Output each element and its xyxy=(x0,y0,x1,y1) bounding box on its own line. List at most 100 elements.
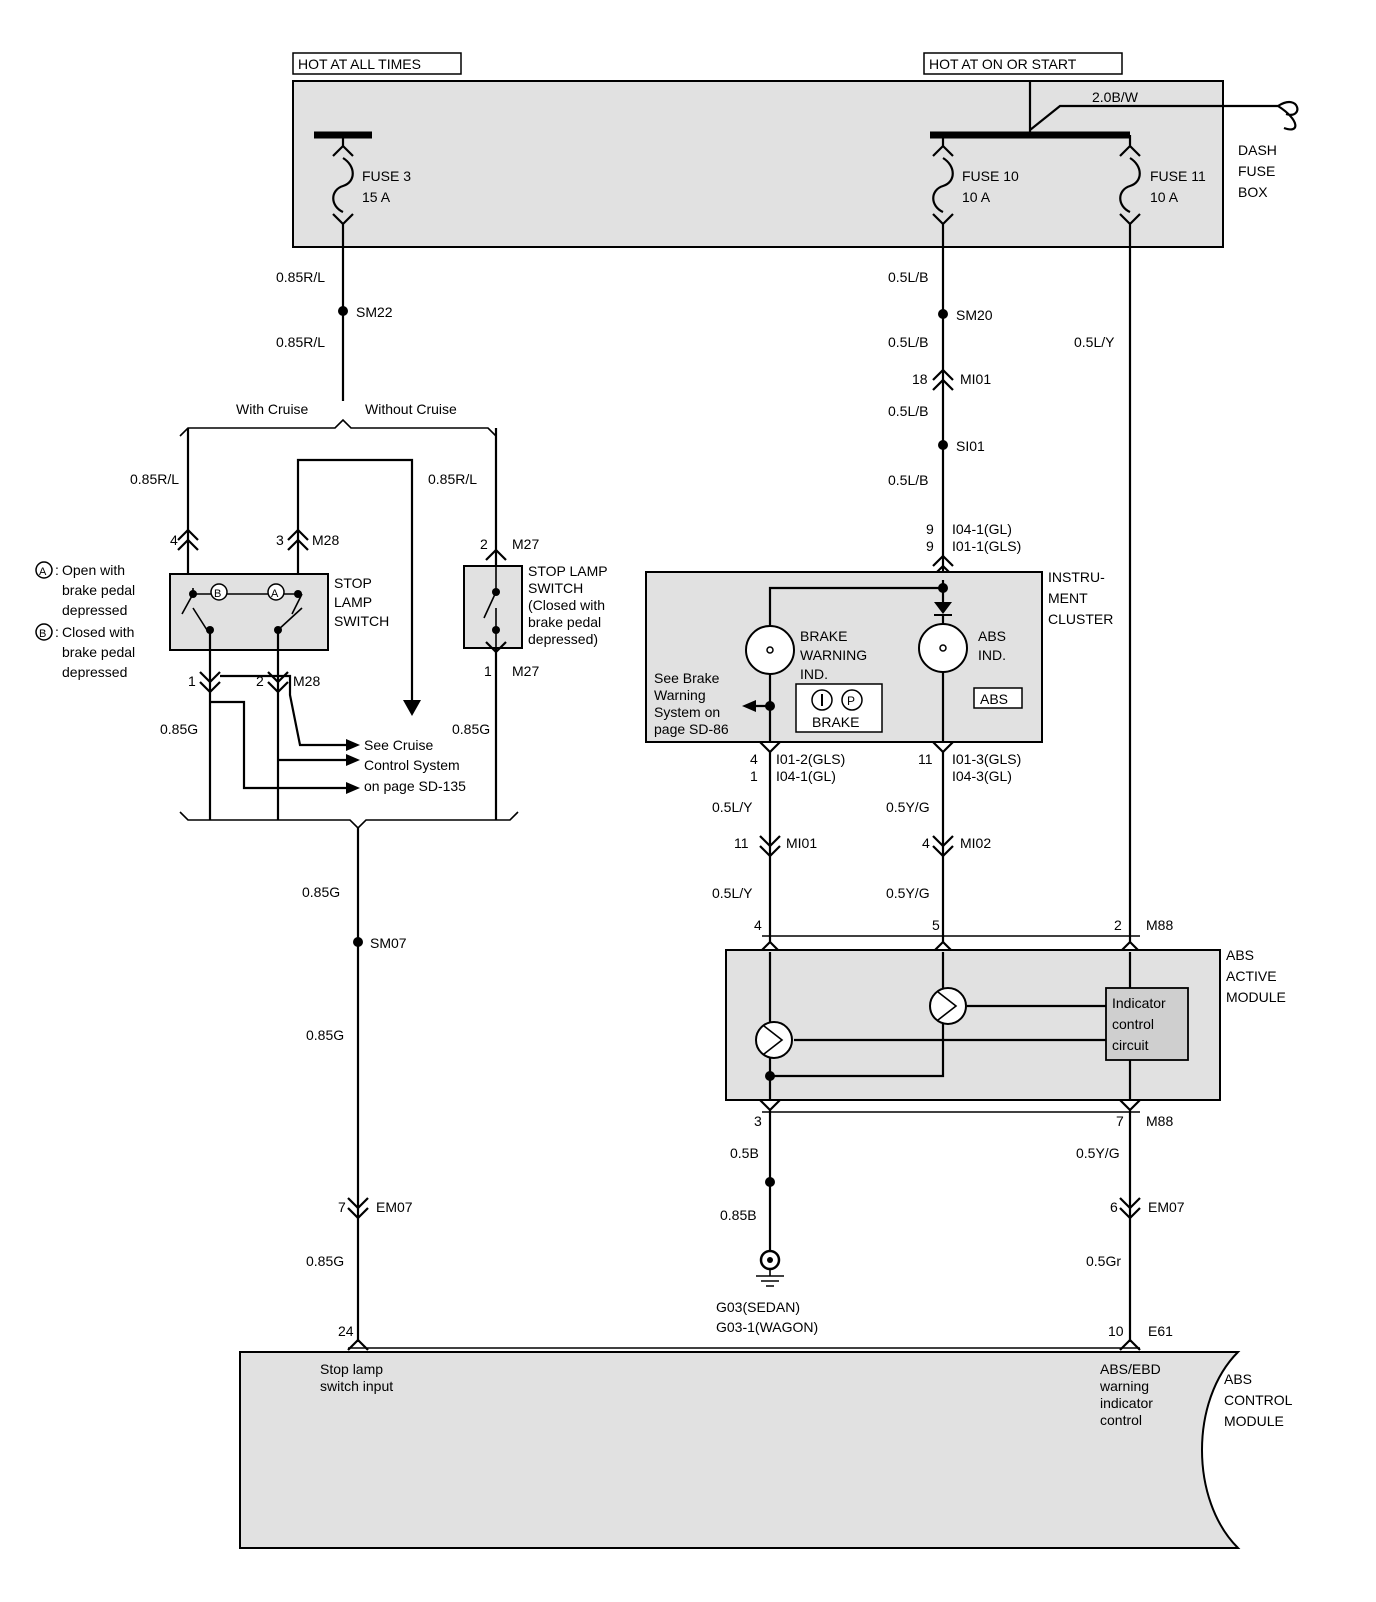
abs-ind-label-2: IND. xyxy=(978,647,1006,663)
fuse11-name: FUSE 11 xyxy=(1150,168,1206,184)
wire-085g-1: 0.85G xyxy=(302,884,340,900)
contact-b-top xyxy=(189,590,197,598)
abs-badge xyxy=(973,687,1023,709)
m27-pin1-label: 1 xyxy=(484,663,492,679)
wire-085g-2: 0.85G xyxy=(306,1027,344,1043)
fuse10-name: FUSE 10 xyxy=(962,168,1019,184)
legend-a-line2: brake pedal xyxy=(62,582,135,598)
cruise-ref-line3[interactable]: on page SD-135 xyxy=(364,778,466,794)
no-cruise-contact-top xyxy=(492,588,500,596)
m88-pin4: 4 xyxy=(754,917,762,933)
arrow-cruise-down xyxy=(403,700,421,716)
i04-1-gl-label: I04-1(GL) xyxy=(952,521,1012,537)
wire-05lb-3: 0.5L/B xyxy=(888,403,928,419)
brake-ref-line1[interactable]: See Brake xyxy=(654,670,720,686)
em07-pin6-label: 6 xyxy=(1110,1199,1118,1215)
abs-control-module-label-3: MODULE xyxy=(1224,1413,1284,1429)
brake-badge-icon-2-letter: P xyxy=(847,694,855,708)
pin24-label: 24 xyxy=(338,1323,354,1339)
abs-active-module-label-3: MODULE xyxy=(1226,989,1286,1005)
m88-pin7: 7 xyxy=(1116,1113,1124,1129)
connector-mi01-top xyxy=(932,368,954,391)
m88-top-label: M88 xyxy=(1146,917,1173,933)
ground-splice xyxy=(765,1177,775,1187)
stop-lamp-switch2-line3: (Closed with xyxy=(528,597,605,613)
em07-right-label: EM07 xyxy=(1148,1199,1185,1215)
stop-lamp-switch-label-2: LAMP xyxy=(334,594,372,610)
without-cruise-label: Without Cruise xyxy=(365,401,457,417)
brake-warning-ind-2: WARNING xyxy=(800,647,867,663)
brake-ref-splice xyxy=(765,701,775,711)
m28-bottom-label: M28 xyxy=(293,673,320,689)
fuse3-symbol xyxy=(332,135,354,247)
dash-fuse-box-label-1: DASH xyxy=(1238,142,1277,158)
legend-b-line2: brake pedal xyxy=(62,644,135,660)
abs-control-module-label-1: ABS xyxy=(1224,1371,1252,1387)
legend-a-marker xyxy=(35,561,53,579)
dash-fuse-box xyxy=(292,80,1224,248)
legend-a-line1: Open with xyxy=(62,562,125,578)
m88-bottom-terminals xyxy=(759,1099,1141,1112)
splice-sm20 xyxy=(938,309,948,319)
brake-badge-icon-2 xyxy=(841,689,863,711)
brake-warning-lamp xyxy=(745,625,795,675)
fuse10-symbol xyxy=(932,135,954,247)
m27-pin2-label: 2 xyxy=(480,536,488,552)
connector-m28-pin1 xyxy=(199,671,221,694)
hot-at-all-times-label-box xyxy=(292,52,462,75)
mi01-pin18-label: 18 xyxy=(912,371,928,387)
brake-ref-line4[interactable]: page SD-86 xyxy=(654,721,729,737)
indicator-control-3: circuit xyxy=(1112,1037,1149,1053)
pin4-label: 4 xyxy=(170,532,178,548)
legend-a-line3: depressed xyxy=(62,602,127,618)
cruise-ref-line1[interactable]: See Cruise xyxy=(364,737,433,753)
splice-sm20-label: SM20 xyxy=(956,307,993,323)
stop-lamp-switch-no-cruise xyxy=(463,565,523,649)
warning-control-2: warning xyxy=(1099,1378,1149,1394)
m88-bottom-label: M88 xyxy=(1146,1113,1173,1129)
i01-2-pin4: 4 xyxy=(750,751,758,767)
i01-pin9-label: 9 xyxy=(926,538,934,554)
m27-top-label: M27 xyxy=(512,536,539,552)
connector-m27-top xyxy=(485,548,507,561)
e61-pin10-label: 10 xyxy=(1108,1323,1124,1339)
wire-05yg-1: 0.5Y/G xyxy=(886,799,930,815)
brake-ref-arrow xyxy=(742,700,756,712)
hot-at-on-or-start-label: HOT AT ON OR START xyxy=(929,56,1077,72)
wire-085rl-top: 0.85R/L xyxy=(276,269,325,285)
i04-1-gl-b-label: I04-1(GL) xyxy=(776,768,836,784)
brake-ref-line2[interactable]: Warning xyxy=(654,687,706,703)
pin3-label: 3 xyxy=(276,532,284,548)
splice-si01 xyxy=(938,440,948,450)
splice-sm22 xyxy=(338,306,348,316)
i04-3-gl-label: I04-3(GL) xyxy=(952,768,1012,784)
legend-b-marker-label: B xyxy=(39,628,46,640)
dash-fuse-box-label-3: BOX xyxy=(1238,184,1268,200)
connector-em07-right xyxy=(1119,1197,1141,1220)
stop-lamp-switch-label-3: SWITCH xyxy=(334,613,389,629)
contact-a-marker-label: A xyxy=(271,588,279,600)
i01-3-gls-label: I01-3(GLS) xyxy=(952,751,1021,767)
i01-2-gls-label: I01-2(GLS) xyxy=(776,751,845,767)
em07-left-label: EM07 xyxy=(376,1199,413,1215)
wire-cruise-ref-3 xyxy=(210,700,350,790)
fuse11-rating: 10 A xyxy=(1150,189,1179,205)
cruise-ref-line2[interactable]: Control System xyxy=(364,757,460,773)
brake-transistor-leads xyxy=(763,1025,784,1055)
option-bracket-bottom xyxy=(179,811,519,830)
feed-wire-label: 2.0B/W xyxy=(1092,89,1139,105)
connector-m28-pin4 xyxy=(177,528,199,551)
indicator-control-1: Indicator xyxy=(1112,995,1166,1011)
wire-05yg-right: 0.5Y/G xyxy=(1076,1145,1120,1161)
abs-transistor xyxy=(929,987,967,1025)
brake-transistor xyxy=(755,1021,793,1059)
pin1-label: 1 xyxy=(188,673,196,689)
i04-1-pin1: 1 xyxy=(750,768,758,784)
hot-at-on-or-start-label-box xyxy=(923,52,1123,75)
ground-eyelet-center xyxy=(767,1257,773,1263)
brake-ref-line3[interactable]: System on xyxy=(654,704,720,720)
instrument-cluster-label-3: CLUSTER xyxy=(1048,611,1113,627)
wire-05b: 0.5B xyxy=(730,1145,759,1161)
abs-active-module-label-2: ACTIVE xyxy=(1226,968,1277,984)
